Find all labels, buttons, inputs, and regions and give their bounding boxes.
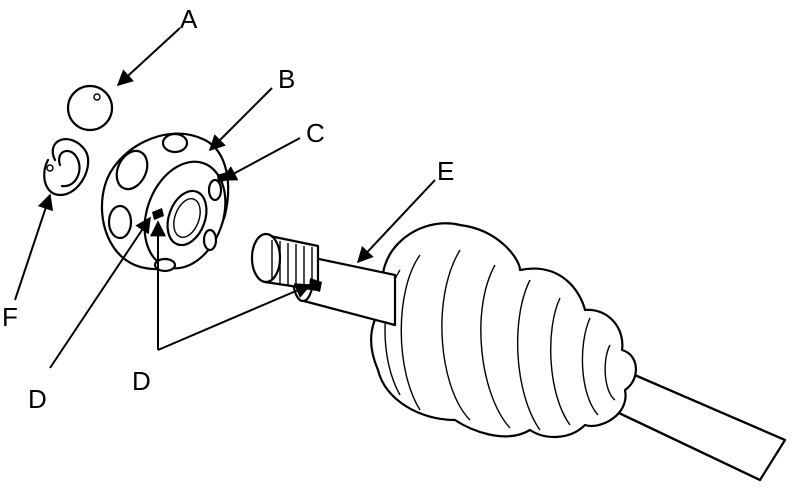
label-e: E xyxy=(437,156,454,186)
leader-c xyxy=(220,137,301,181)
leader-d1 xyxy=(49,216,151,369)
leader-f xyxy=(14,193,54,301)
label-d-center: D xyxy=(132,366,151,396)
leader-lines xyxy=(14,27,436,369)
leader-b xyxy=(208,87,273,152)
leader-e xyxy=(356,179,436,264)
leader-d2-right xyxy=(157,283,312,351)
label-d-left: D xyxy=(28,384,47,414)
label-c: C xyxy=(306,118,325,148)
cv-joint-cage xyxy=(100,132,230,273)
boot-bellows xyxy=(370,222,637,439)
label-b: B xyxy=(278,64,295,94)
label-f: F xyxy=(2,302,18,332)
leader-a xyxy=(116,27,181,87)
label-a: A xyxy=(180,4,198,34)
steel-ball xyxy=(66,84,114,132)
circlip xyxy=(43,138,90,197)
splined-shaft-end xyxy=(250,232,397,327)
